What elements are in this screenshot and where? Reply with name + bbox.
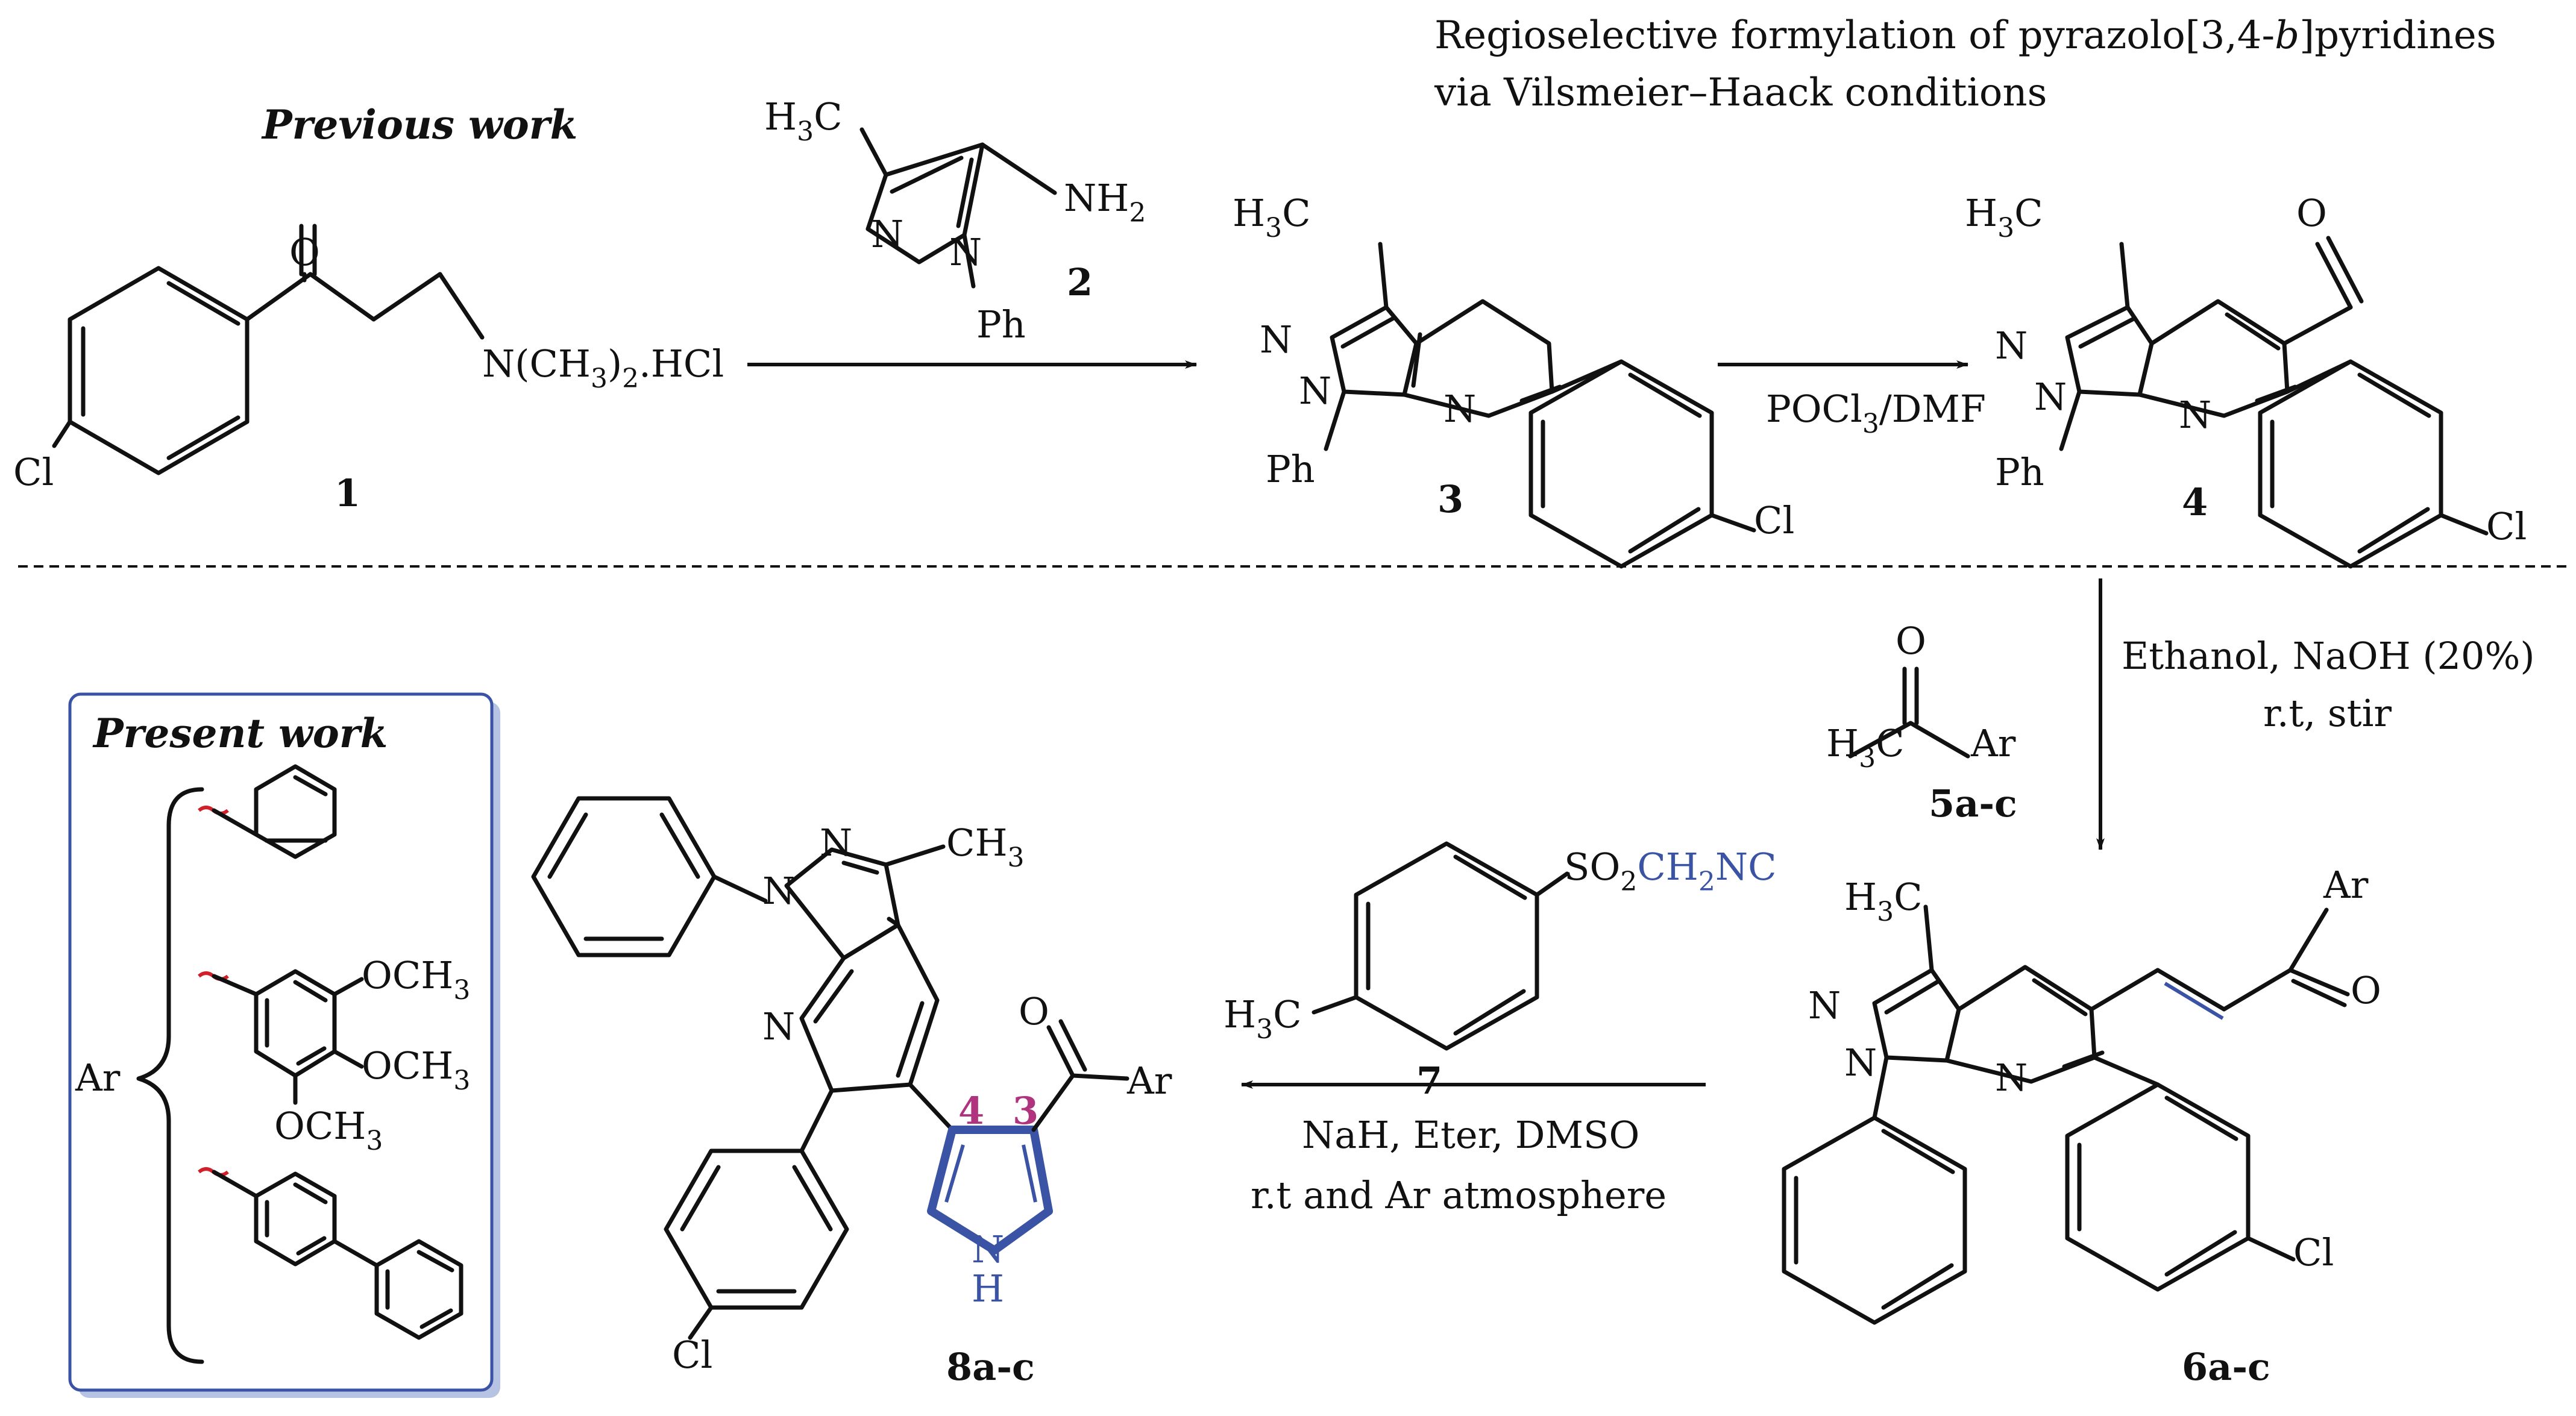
position-3-label: 3 — [1013, 1089, 1038, 1133]
svg-text:O: O — [1896, 619, 1926, 663]
svg-text:Ph: Ph — [1995, 450, 2044, 494]
svg-text:H3C: H3C — [1224, 992, 1302, 1045]
condition-ethanol-naoh: Ethanol, NaOH (20%) — [2122, 634, 2535, 678]
svg-text:O: O — [289, 230, 320, 274]
svg-text:N: N — [1844, 1041, 1877, 1085]
svg-text:Ar: Ar — [1126, 1059, 1172, 1103]
svg-text:O: O — [2351, 968, 2381, 1012]
svg-text:N: N — [1995, 324, 2028, 368]
compound-6: Ar O H3C N N N Cl 6a-c — [1782, 863, 2381, 1389]
svg-text:N: N — [1299, 369, 1331, 413]
svg-text:Ph: Ph — [976, 302, 1026, 346]
svg-text:O: O — [2296, 191, 2327, 235]
compound-8: O Ar N N CH3 N 4 3 N H Cl 8a-c — [531, 796, 1172, 1389]
compound-2: H3C NH2 N N Ph 2 — [764, 95, 1146, 346]
compound-label-8: 8a-c — [946, 1345, 1035, 1389]
svg-text:Ph: Ph — [1266, 447, 1315, 491]
svg-text:H3C: H3C — [1844, 875, 1923, 927]
svg-text:N: N — [2179, 393, 2211, 437]
curly-brace — [136, 787, 204, 1364]
svg-text:SO2CH2NC: SO2CH2NC — [1564, 845, 1777, 897]
svg-text:N: N — [762, 1004, 795, 1048]
svg-text:H: H — [972, 1267, 1004, 1311]
compound-label-2: 2 — [1067, 260, 1093, 304]
compound-1: O Cl N(CH3)2.HCl 1 — [13, 224, 724, 515]
svg-text:Cl: Cl — [672, 1333, 712, 1377]
svg-text:N: N — [2034, 375, 2067, 419]
svg-text:N: N — [949, 230, 982, 274]
compound-label-5: 5a-c — [1929, 782, 2017, 825]
svg-text:O: O — [1019, 989, 1049, 1033]
svg-text:H3C: H3C — [1826, 721, 1905, 774]
present-work-box: Present work Ar OCH3 OCH3 OCH3 — [68, 692, 500, 1398]
compound-label-6: 6a-c — [2182, 1345, 2270, 1389]
compound-label-4: 4 — [2182, 480, 2208, 524]
condition-pocl3-dmf: POCl3/DMF — [1766, 387, 1986, 439]
compound-7: SO2CH2NC H3C 7 — [1224, 841, 1777, 1103]
svg-text:Cl: Cl — [13, 450, 54, 494]
compound-label-1: 1 — [335, 471, 360, 515]
svg-text:N: N — [762, 869, 795, 913]
previous-work-heading: Previous work — [261, 101, 577, 148]
svg-text:H3C: H3C — [1965, 191, 2043, 243]
svg-text:Ar: Ar — [75, 1056, 121, 1100]
svg-text:OCH3: OCH3 — [362, 953, 470, 1006]
svg-text:CH3: CH3 — [946, 821, 1025, 873]
svg-text:N: N — [1260, 318, 1292, 362]
compound-3: H3C N N N Ph Cl 3 — [1233, 191, 1794, 569]
svg-text:OCH3: OCH3 — [362, 1044, 470, 1096]
svg-text:N: N — [1808, 983, 1841, 1027]
scheme-title-line2: via Vilsmeier–Haack conditions — [1434, 70, 2047, 115]
condition-ar-atmosphere: r.t and Ar atmosphere — [1251, 1173, 1667, 1217]
svg-text:Cl: Cl — [1754, 498, 1794, 542]
condition-rt-stir: r.t, stir — [2263, 691, 2392, 735]
compound-5: O H3C Ar 5a-c — [1826, 619, 2017, 825]
condition-nah-dmso: NaH, Eter, DMSO — [1302, 1113, 1639, 1157]
svg-text:Ar: Ar — [2323, 863, 2369, 907]
compound-4: O H3C N N N Ph Cl 4 — [1965, 191, 2527, 569]
present-work-heading: Present work — [92, 710, 388, 757]
svg-text:OCH3: OCH3 — [274, 1104, 383, 1156]
compound-label-3: 3 — [1437, 477, 1463, 521]
amine-salt-text: N(CH3)2.HCl — [482, 342, 724, 394]
compound-label-7: 7 — [1416, 1059, 1442, 1103]
position-4-label: 4 — [958, 1089, 984, 1133]
svg-text:NH2: NH2 — [1064, 176, 1146, 228]
svg-text:N: N — [1995, 1056, 2028, 1100]
methyl-2: H3C — [764, 95, 843, 147]
svg-text:Cl: Cl — [2293, 1230, 2334, 1274]
scheme-title-line1: Regioselective formylation of pyrazolo[3… — [1434, 13, 2496, 58]
svg-text:N: N — [1444, 387, 1476, 431]
svg-text:H3C: H3C — [1233, 191, 1311, 243]
svg-text:N: N — [820, 821, 852, 865]
svg-text:N: N — [972, 1227, 1004, 1271]
svg-text:N: N — [871, 212, 903, 256]
svg-text:Ar: Ar — [1970, 721, 2016, 765]
svg-text:Cl: Cl — [2486, 504, 2527, 548]
